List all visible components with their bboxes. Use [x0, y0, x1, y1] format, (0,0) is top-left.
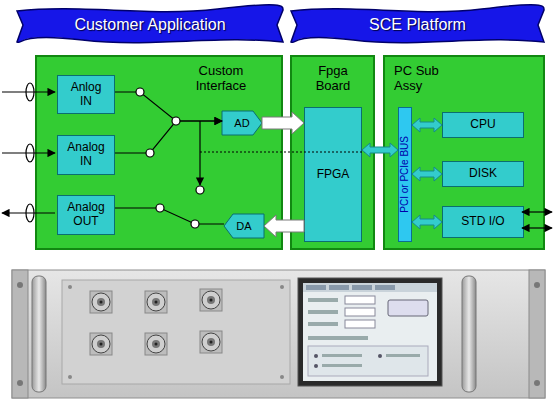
node-label: PCI or PCIe BUS	[399, 136, 411, 213]
converter-block: DA	[224, 214, 264, 238]
io-block: Anlog IN	[57, 75, 115, 114]
pc-component: CPU	[442, 112, 524, 138]
board-title: Fpga Board	[304, 64, 362, 94]
signal-wire	[115, 92, 222, 121]
switch-contacts	[136, 88, 204, 228]
arrow-shape	[262, 112, 304, 134]
title-banner: Customer Application	[15, 4, 285, 46]
arrow-shape	[362, 143, 398, 157]
node-label: Anlog IN	[58, 81, 114, 109]
arrow-shape	[412, 167, 442, 181]
data-arrow	[262, 112, 304, 134]
converter-block: AD	[222, 111, 262, 135]
bus-arrow	[362, 143, 398, 157]
board-box: Anlog IN Analog IN Analog OUT AD DA Custom In…	[35, 55, 283, 250]
bus-arrow	[412, 215, 442, 229]
node-label: DISK	[461, 167, 505, 181]
board-title: PC Sub Assy	[394, 64, 452, 94]
banner-outline	[17, 5, 283, 43]
board-box: PCI or PCIe BUS CPU DISK STD I/O PC Sub Assy	[383, 55, 545, 250]
wire-path	[115, 121, 222, 153]
arrow-shape	[412, 215, 442, 229]
bus-arrow	[412, 118, 442, 132]
fpga-chip: FPGA	[304, 107, 362, 242]
node-label: AD	[234, 117, 249, 130]
node-label: Analog IN	[58, 141, 114, 169]
title-banner: SCE Platform	[289, 4, 546, 46]
pc-component: DISK	[442, 161, 524, 187]
pc-component: STD I/O	[442, 206, 524, 238]
node-label: CPU	[462, 118, 503, 132]
data-arrow	[264, 215, 304, 237]
arrow-shape	[264, 215, 304, 237]
bus-arrow	[412, 167, 442, 181]
touch-screen	[298, 278, 442, 386]
node-label: FPGA	[309, 168, 358, 182]
io-block: Analog OUT	[57, 195, 115, 235]
connector-panel	[62, 280, 290, 384]
board-title: Custom Interface	[185, 64, 257, 94]
converter-outline	[222, 111, 262, 135]
signal-wire	[115, 208, 224, 224]
signal-wires	[2, 83, 552, 228]
node-label: Analog OUT	[58, 201, 114, 229]
node-label: Customer Application	[74, 16, 225, 34]
banner-outline	[291, 5, 544, 43]
node-label: SCE Platform	[369, 16, 466, 34]
wire-path	[115, 92, 222, 121]
node-label: STD I/O	[453, 215, 512, 229]
rack-handles	[32, 276, 476, 392]
bnc-connectors	[90, 289, 222, 355]
rack-chassis	[12, 270, 545, 398]
node-label: DA	[236, 220, 251, 233]
signal-wire	[115, 121, 222, 153]
board-box: FPGA Fpga Board	[290, 55, 375, 250]
converter-outline	[224, 214, 264, 238]
arrow-shape	[412, 118, 442, 132]
bus-bar: PCI or PCIe BUS	[398, 107, 412, 242]
io-block: Analog IN	[57, 135, 115, 175]
wire-path	[115, 208, 224, 224]
